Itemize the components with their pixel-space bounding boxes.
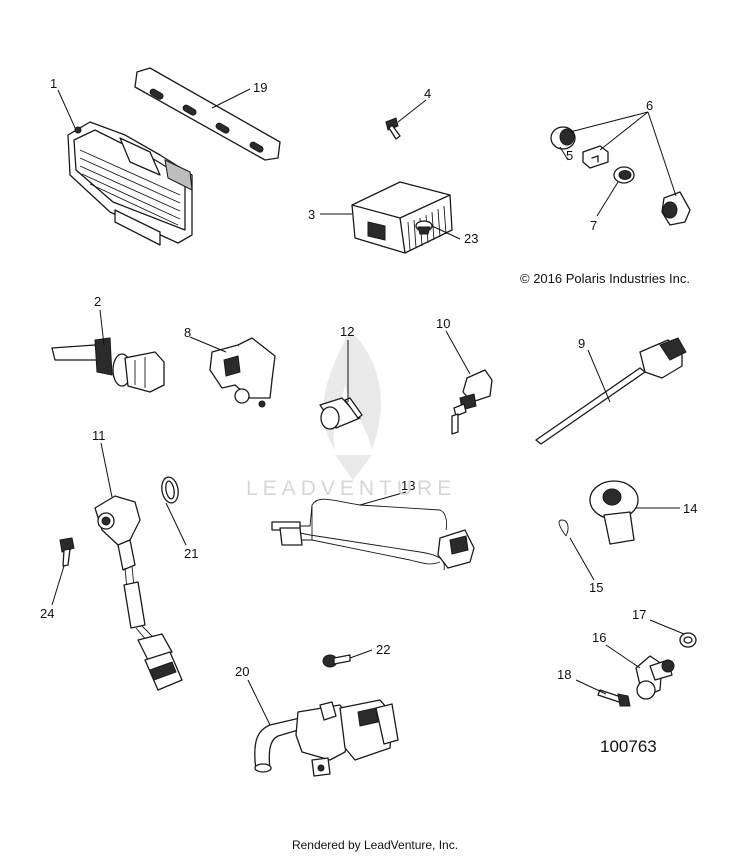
callout-16: 16 (592, 630, 606, 645)
callout-17: 17 (632, 607, 646, 622)
callout-24: 24 (40, 606, 54, 621)
callout-6: 6 (646, 98, 653, 113)
leader-lines (51, 88, 685, 726)
part-19-bracket (134, 67, 281, 161)
part-9-probe-sensor (535, 337, 687, 445)
callout-5: 5 (566, 148, 573, 163)
callout-2: 2 (94, 294, 101, 309)
copyright-notice: © 2016 Polaris Industries Inc. (520, 271, 690, 286)
callout-1: 1 (50, 76, 57, 91)
callout-4: 4 (424, 86, 431, 101)
part-13-wire-harness (271, 498, 475, 571)
watermark-logo (323, 330, 381, 480)
part-3-module (351, 181, 453, 254)
part-2-sensor (51, 337, 165, 393)
callout-15: 15 (589, 580, 603, 595)
part-10-temp-sensor (451, 369, 493, 435)
part-21-o-ring (161, 476, 179, 504)
part-11-harness-sensor (94, 495, 183, 691)
part-20-valve (254, 699, 399, 777)
part-14-knock-sensor (589, 480, 639, 545)
callout-10: 10 (436, 316, 450, 331)
part-12-cylinder (319, 397, 363, 430)
callout-8: 8 (184, 325, 191, 340)
callout-13: 13 (401, 478, 415, 493)
watermark-text: LEADVENTURE (246, 477, 457, 500)
part-16-elbow (635, 655, 675, 700)
part-15-clip (558, 519, 569, 537)
callout-20: 20 (235, 664, 249, 679)
callout-12: 12 (340, 324, 354, 339)
part-23-nut (415, 220, 433, 235)
part-4-screw (385, 117, 401, 140)
callout-11: 11 (92, 428, 106, 443)
part-24-bolt (59, 537, 75, 567)
part-17-washer (679, 632, 697, 648)
callout-21: 21 (184, 546, 198, 561)
part-6-switch-set (550, 126, 691, 226)
callout-22: 22 (376, 642, 390, 657)
callout-3: 3 (308, 207, 315, 222)
callout-labels: 1 19 4 6 5 3 7 23 2 10 8 12 9 11 13 14 2… (40, 76, 697, 682)
callout-7: 7 (590, 218, 597, 233)
callout-9: 9 (578, 336, 585, 351)
callout-23: 23 (464, 231, 478, 246)
callout-14: 14 (683, 501, 697, 516)
callout-18: 18 (557, 667, 571, 682)
part-1-ecu (67, 121, 193, 246)
part-8-map-sensor (209, 337, 276, 408)
callout-19: 19 (253, 80, 267, 95)
footer-credit: Rendered by LeadVenture, Inc. (291, 838, 459, 852)
diagram-reference-number: 100763 (600, 737, 657, 756)
part-22-screw (322, 654, 351, 668)
